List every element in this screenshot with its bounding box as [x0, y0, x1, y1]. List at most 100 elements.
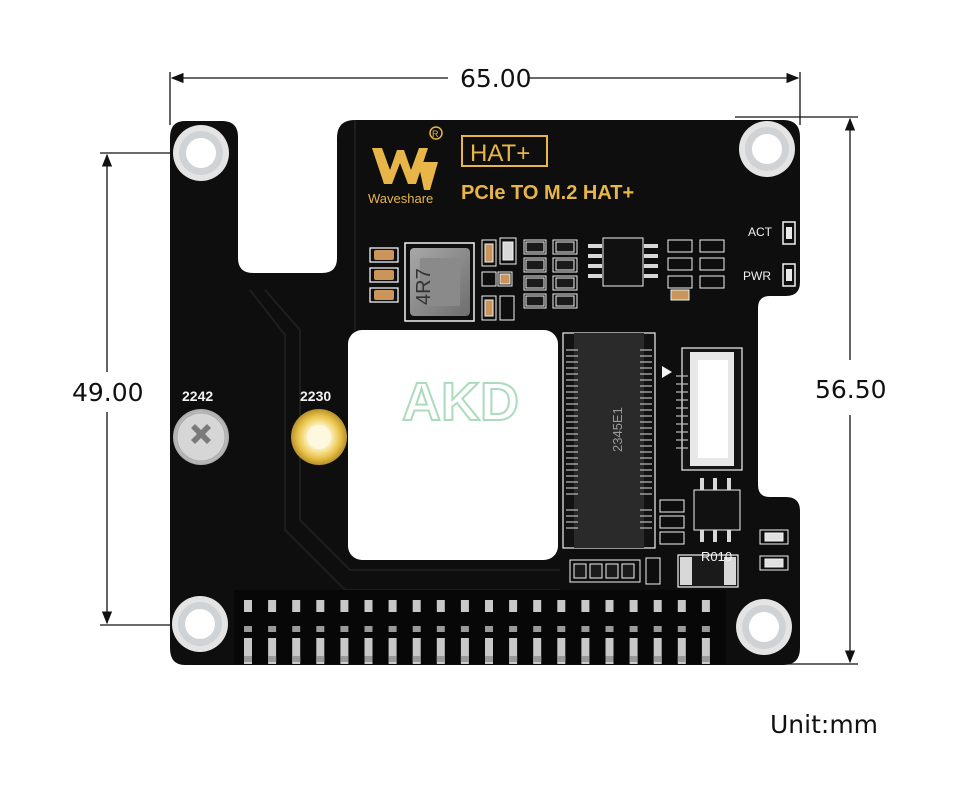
gpio-pin-base — [485, 656, 493, 662]
gpio-pin — [364, 600, 373, 612]
gpio-pin — [460, 600, 469, 612]
board-cutout — [348, 330, 558, 560]
dim-height-holes-label: 49.00 — [72, 378, 144, 407]
ic-chip-bottom — [693, 478, 741, 542]
gpio-pin — [268, 638, 277, 664]
gpio-pin-base — [557, 656, 566, 662]
shunt-resistor — [677, 554, 739, 588]
gpio-pin — [340, 638, 349, 664]
gpio-pin-base — [316, 626, 325, 632]
gpio-pin-base — [677, 656, 686, 662]
gpio-pin — [701, 638, 710, 664]
gpio-header — [234, 590, 726, 664]
gpio-pin — [653, 638, 662, 664]
gpio-pin — [701, 600, 710, 612]
gpio-pin — [509, 638, 518, 664]
gpio-pin-base — [460, 626, 469, 632]
gpio-pin-base — [605, 656, 614, 662]
gpio-pin-base — [292, 626, 301, 632]
gpio-pin — [436, 600, 445, 612]
gpio-pin-base — [460, 656, 469, 662]
gpio-pin — [244, 638, 252, 664]
led-pwr — [782, 263, 796, 287]
dim-width-label: 65.00 — [454, 66, 538, 91]
triangle-arrow-icon — [662, 366, 672, 378]
gpio-pin-base — [292, 656, 301, 662]
led-pwr-label: PWR — [743, 269, 771, 283]
gpio-pin-base — [701, 656, 710, 662]
mount-2242-label: 2242 — [182, 388, 213, 404]
unit-label: Unit:mm — [770, 710, 879, 739]
gpio-pin-base — [557, 626, 566, 632]
gpio-pin — [460, 638, 469, 664]
gpio-pin-base — [581, 656, 590, 662]
hat-badge-frame — [461, 135, 548, 167]
mounting-hole-bottom-left — [172, 596, 228, 652]
mount-2230-label: 2230 — [300, 388, 331, 404]
gpio-pin-base — [485, 626, 493, 632]
m2-connector — [562, 332, 656, 549]
gpio-pin — [436, 638, 445, 664]
gpio-housing — [234, 590, 726, 664]
mounting-hole-bottom-right — [736, 599, 792, 655]
board-title: PCIe TO M.2 HAT+ — [461, 182, 634, 204]
gpio-pin-base — [677, 626, 686, 632]
gpio-pin-base — [653, 656, 662, 662]
gpio-pin-base — [533, 626, 542, 632]
brand-text: Waveshare — [368, 191, 433, 206]
gpio-pin — [412, 638, 421, 664]
gpio-pin — [629, 600, 638, 612]
gpio-pin-base — [364, 626, 373, 632]
gpio-pin — [557, 600, 566, 612]
gpio-pin — [316, 600, 325, 612]
gpio-pin — [485, 638, 493, 664]
inductor — [404, 242, 475, 322]
gpio-pin — [388, 600, 397, 612]
gpio-pin — [581, 638, 590, 664]
ffc-connector — [676, 347, 743, 471]
gpio-pin — [388, 638, 397, 664]
gpio-pin — [653, 600, 662, 612]
gpio-pin — [677, 638, 686, 664]
gpio-pin-base — [412, 656, 421, 662]
gpio-pin — [677, 600, 686, 612]
watermark-text: AKD — [402, 372, 519, 432]
phillips-screw-icon — [173, 409, 229, 465]
led-act-label: ACT — [748, 225, 773, 239]
gpio-pin — [292, 600, 301, 612]
gpio-pin — [412, 600, 421, 612]
resistor-marking: R010 — [701, 549, 732, 564]
gpio-pin-base — [268, 626, 277, 632]
gpio-pin — [629, 638, 638, 664]
passive-components-right — [667, 239, 725, 301]
gpio-pin-base — [581, 626, 590, 632]
ic-chip-top — [588, 237, 658, 287]
gpio-pin-base — [629, 626, 638, 632]
gpio-pin — [605, 600, 614, 612]
standoff-pad-2230 — [291, 409, 347, 465]
gpio-pin-base — [244, 626, 252, 632]
gpio-pin-base — [605, 626, 614, 632]
hat-badge-text: HAT+ — [470, 140, 530, 167]
gpio-pin-base — [364, 656, 373, 662]
gpio-pin-base — [436, 656, 445, 662]
gpio-pin — [509, 600, 518, 612]
led-act — [782, 221, 796, 245]
dim-height-board-label: 56.50 — [815, 375, 887, 404]
gpio-pin-base — [412, 626, 421, 632]
gpio-pin-base — [340, 656, 349, 662]
capacitors-left — [369, 247, 399, 303]
gpio-pin-base — [629, 656, 638, 662]
inductor-marking: 4R7 — [413, 268, 435, 305]
gpio-pin — [292, 638, 301, 664]
gpio-pin — [557, 638, 566, 664]
registered-mark: R — [432, 129, 439, 139]
gpio-pin — [581, 600, 590, 612]
gpio-pin-base — [244, 656, 252, 662]
gpio-pin-base — [533, 656, 542, 662]
waveshare-logo-icon — [372, 126, 443, 190]
gpio-pin-base — [436, 626, 445, 632]
gpio-pin-base — [388, 626, 397, 632]
gpio-pin — [485, 600, 493, 612]
